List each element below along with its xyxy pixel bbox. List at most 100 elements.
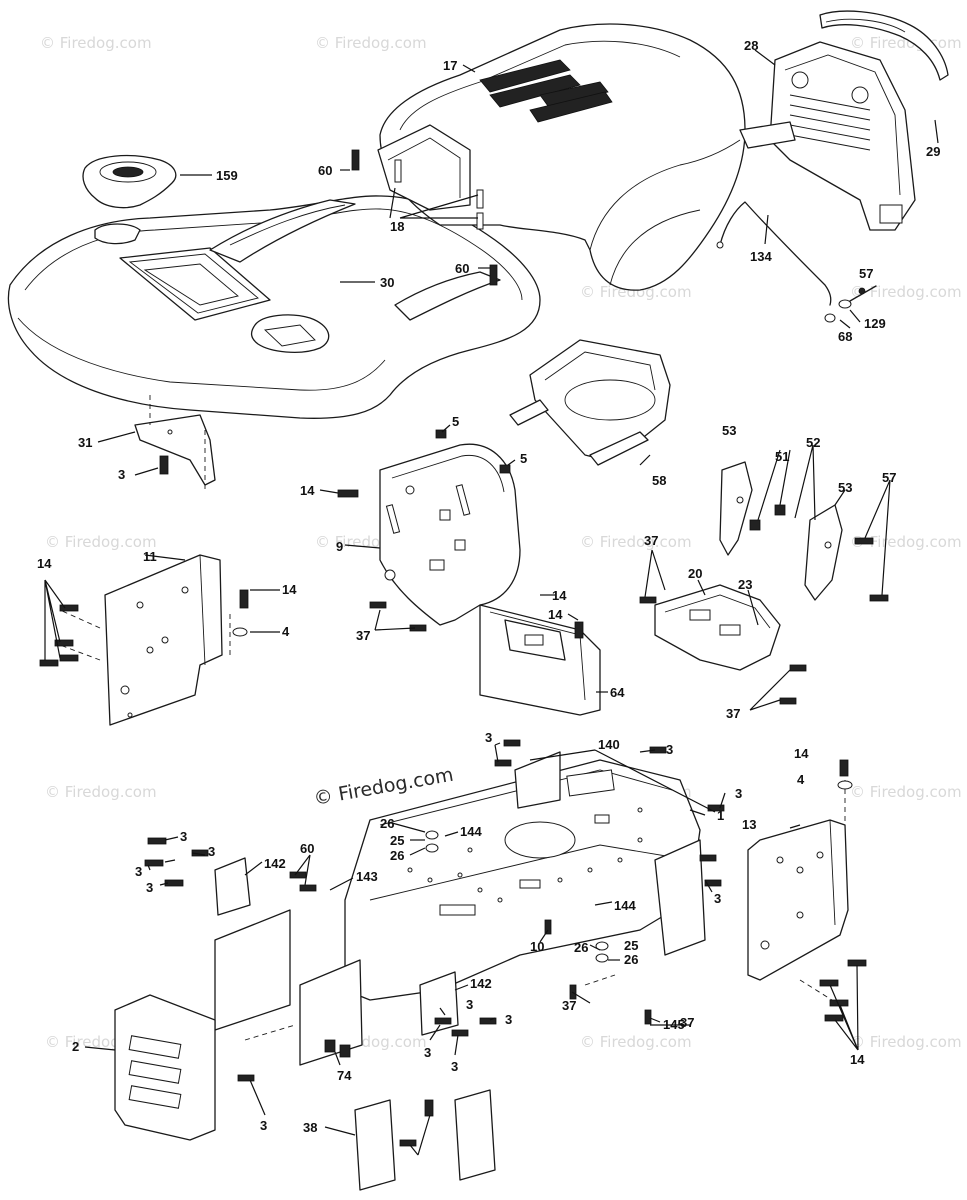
part-label: 58 — [652, 473, 666, 488]
part-label: 142 — [264, 856, 286, 871]
part-label: 64 — [610, 685, 625, 700]
part-label: 10 — [530, 939, 544, 954]
watermark: © Firedog.com — [315, 34, 427, 52]
part-label: 140 — [598, 737, 620, 752]
part-label: 3 — [485, 730, 492, 745]
watermark: © Firedog.com — [850, 533, 962, 551]
part-label: 53 — [838, 480, 852, 495]
part-label: 3 — [208, 844, 215, 859]
part-label: 5 — [520, 451, 527, 466]
part-label: 60 — [455, 261, 469, 276]
part-label: 5 — [452, 414, 459, 429]
leader-lines — [44, 49, 939, 1156]
bracket-20 — [654, 584, 781, 671]
part-label: 28 — [744, 38, 758, 53]
part-label: 2 — [72, 1039, 79, 1054]
part-label: 3 — [135, 864, 142, 879]
part-label: 74 — [337, 1068, 352, 1083]
part-label: 14 — [850, 1052, 865, 1067]
watermark: © Firedog.com — [850, 783, 962, 801]
part-label: 52 — [806, 435, 820, 450]
part-label: 60 — [300, 841, 314, 856]
side-plate-11 — [104, 554, 223, 726]
part-label: 37 — [726, 706, 740, 721]
watermark: © Firedog.com — [850, 283, 962, 301]
part-label: 134 — [750, 249, 772, 264]
watermark: © Firedog.com — [580, 283, 692, 301]
part-label: 3 — [146, 880, 153, 895]
part-label: 4 — [282, 624, 290, 639]
part-label: 3 — [118, 467, 125, 482]
part-label: 29 — [926, 144, 940, 159]
part-label: 144 — [614, 898, 636, 913]
watermark: © Firedog.com — [45, 783, 157, 801]
part-label: 18 — [390, 219, 404, 234]
part-label: 37 — [356, 628, 370, 643]
battery-tray — [509, 339, 671, 466]
cup-holder — [82, 154, 177, 209]
part-label: 26 — [624, 952, 638, 967]
part-label: 57 — [859, 266, 873, 281]
part-label: 14 — [300, 483, 315, 498]
part-label: 25 — [390, 833, 404, 848]
part-label: 3 — [505, 1012, 512, 1027]
hood-support-rod — [716, 201, 877, 323]
watermark: © Firedog.com — [580, 533, 692, 551]
part-label: 129 — [864, 316, 886, 331]
watermark: © Firedog.com — [580, 1033, 692, 1051]
part-labels: 17 28 29 159 60 18 30 60 134 57 129 68 3… — [37, 38, 940, 1135]
lower-plates — [114, 857, 496, 1191]
bracket-64 — [479, 604, 601, 716]
part-label: 14 — [552, 588, 567, 603]
part-label: 9 — [336, 539, 343, 554]
hood-grille-ridges — [479, 59, 613, 123]
part-label: 17 — [443, 58, 457, 73]
part-label: 11 — [143, 549, 157, 564]
part-label: 37 — [644, 533, 658, 548]
part-label: 57 — [882, 470, 896, 485]
part-label: 23 — [738, 577, 752, 592]
part-label: 37 — [562, 998, 576, 1013]
bracket-31 — [134, 414, 216, 486]
watermark: © Firedog.com — [850, 1033, 962, 1051]
part-label: 3 — [424, 1045, 431, 1060]
part-label: 26 — [390, 848, 404, 863]
part-label: 3 — [451, 1059, 458, 1074]
part-label: 26 — [574, 940, 588, 955]
watermark: © Firedog.com — [45, 533, 157, 551]
part-label: 142 — [470, 976, 492, 991]
dash-panel — [379, 443, 521, 626]
part-label: 3 — [666, 742, 673, 757]
part-label: 31 — [78, 435, 92, 450]
part-label: 38 — [303, 1120, 317, 1135]
part-label: 145 — [663, 1017, 685, 1032]
part-label: 26 — [380, 816, 394, 831]
fender-deck — [7, 195, 541, 419]
hood — [377, 23, 746, 291]
part-label: 4 — [797, 772, 805, 787]
main-frame — [344, 751, 706, 1001]
part-label: 37 — [680, 1015, 694, 1030]
part-label: 68 — [838, 329, 852, 344]
frame-holes — [407, 807, 643, 903]
part-label: 1 — [717, 808, 724, 823]
side-plate-13 — [747, 819, 849, 981]
part-label: 3 — [735, 786, 742, 801]
part-label: 30 — [380, 275, 394, 290]
part-label: 14 — [282, 582, 297, 597]
part-label: 159 — [216, 168, 238, 183]
part-label: 51 — [775, 449, 789, 464]
front-grille — [739, 10, 949, 231]
part-label: 14 — [548, 607, 563, 622]
fasteners — [39, 149, 889, 1147]
part-label: 3 — [714, 891, 721, 906]
part-label: 13 — [742, 817, 756, 832]
part-label: 60 — [318, 163, 332, 178]
part-label: 3 — [180, 829, 187, 844]
part-label: 20 — [688, 566, 702, 581]
part-label: 143 — [356, 869, 378, 884]
brackets-53 — [719, 461, 843, 601]
part-label: 3 — [466, 997, 473, 1012]
part-label: 144 — [460, 824, 482, 839]
